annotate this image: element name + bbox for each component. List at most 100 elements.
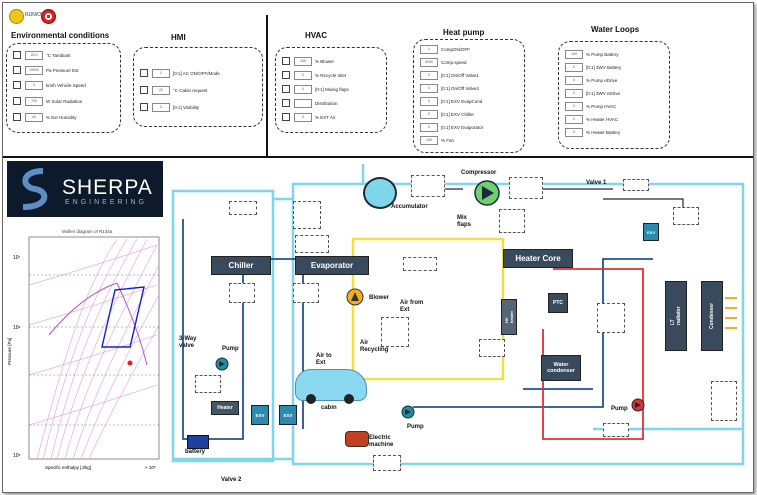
stop-icon[interactable] [41,9,56,24]
row-label: [0:1] EXV EvapCond [441,98,483,104]
value-field[interactable]: 0 [25,80,43,90]
value-field[interactable]: 1 [420,44,438,54]
electric-machine-label: Electric machine [369,435,394,448]
exv-evapcond[interactable]: EXV [643,223,659,241]
row-label: Distribution [315,100,338,106]
value-field[interactable]: 0 [565,101,583,111]
heater-block[interactable]: Heater [211,401,239,415]
waterloops-panel: 100% Pump Battery 0[0:1] 3WV Battery 0% … [558,41,670,149]
sensor-readout [229,201,257,215]
value-field[interactable]: 0 [420,83,438,93]
checkbox[interactable] [13,81,21,89]
env-row: 20.0°C Tambiant [13,50,70,60]
env-title: Environmental conditions [11,31,110,40]
run-label: RUN/OK [25,12,45,18]
heatpump-row: 0[0:1] EXV Evaporator [420,122,483,132]
checkbox[interactable] [140,103,148,111]
condenser-block[interactable]: Condenser [701,281,723,351]
pump-left-label: Pump [222,346,239,352]
ptc-block[interactable]: PTC [548,293,568,313]
row-label: % Pump eDrive [586,77,618,83]
value-field[interactable]: 0 [420,109,438,119]
cycle-trace [101,286,145,348]
row-label: [0:1] Visibility [173,104,200,110]
value-field[interactable]: 700 [25,96,43,106]
sensor-readout [295,235,329,253]
evaporator-block[interactable]: Evaporator [295,256,369,275]
checkbox[interactable] [282,85,290,93]
checkbox[interactable] [282,71,290,79]
checkbox[interactable] [13,97,21,105]
logo-subtitle: ENGINEERING [65,199,148,206]
checkbox[interactable] [282,113,290,121]
valve2-label: Valve 2 [221,477,242,483]
checkbox[interactable] [13,113,21,121]
value-field[interactable]: 0 [565,127,583,137]
value-field[interactable]: 40 [25,112,43,122]
sensor-readout [509,177,543,199]
exv-chiller[interactable]: EXV [251,405,269,425]
water-condenser-block[interactable]: Water condenser [541,355,581,381]
checkbox[interactable] [140,69,148,77]
pump-icon[interactable] [401,405,415,419]
value-field[interactable] [294,98,312,108]
checkbox[interactable] [282,99,290,107]
value-field[interactable]: 0 [565,62,583,72]
value-field[interactable]: 20.0 [25,50,43,60]
value-field[interactable]: 100 [294,56,312,66]
sherpa-logo: SHERPA ENGINEERING [7,161,163,217]
checkbox[interactable] [13,51,21,59]
value-field[interactable]: 100 [420,135,438,145]
checkbox[interactable] [282,57,290,65]
row-label: % Pump Battery [586,51,619,57]
accumulator-icon[interactable] [363,177,397,209]
ph-ytick: 10⁵ [13,453,21,459]
value-field[interactable]: 5000 [420,57,438,67]
exv-evaporator[interactable]: EXV [279,405,297,425]
value-field[interactable]: 22 [152,85,170,95]
pump-icon[interactable] [631,398,645,412]
run-icon[interactable] [9,9,24,24]
value-field[interactable]: 0 [565,88,583,98]
hv-heater-block[interactable]: HV heater [501,299,517,335]
compressor-icon[interactable] [473,179,501,207]
waterloops-row: 0% Heater Battery [565,127,620,137]
air-recycling-label: Air Recycling [360,340,389,353]
air-from-ext-label: Air from Ext [400,300,424,313]
heatpump-title: Heat pump [443,28,485,37]
lt-radiator-block[interactable]: LT radiator [665,281,687,351]
value-field[interactable]: 0 [420,70,438,80]
value-field[interactable]: 0 [294,84,312,94]
value-field[interactable]: 100 [565,49,583,59]
value-field[interactable]: 1 [152,68,170,78]
waterloops-row: 100% Pump Battery [565,49,619,59]
chiller-block[interactable]: Chiller [211,256,271,275]
value-field[interactable]: 0 [420,122,438,132]
value-field[interactable]: 0 [420,96,438,106]
row-label: % Heater HVAC [586,116,619,122]
value-field[interactable]: 10000 [25,65,43,75]
hvac-panel: 100% Blower 0% Recycle Inlet 0[0:1] Mixi… [275,47,387,133]
checkbox[interactable] [13,66,21,74]
value-field[interactable]: 0 [565,75,583,85]
mix-flaps-label: Mix flaps [457,215,472,228]
value-field[interactable]: 0 [565,114,583,124]
checkbox[interactable] [140,86,148,94]
heater-core-block[interactable]: Heater Core [503,249,573,268]
logo-mark-icon [22,168,48,210]
value-field[interactable]: 0 [294,112,312,122]
value-field[interactable]: 0 [152,102,170,112]
row-label: Pa Pressure Ext [46,67,79,73]
value-field[interactable]: 0 [294,70,312,80]
air-to-ext-label: Air to Ext [316,353,332,366]
cabin-label: cabin [321,405,337,411]
pump-icon[interactable] [215,357,229,371]
row-label: [0:1] 3WV Battery [586,64,622,70]
pump-right-label: Pump [611,406,628,412]
blower-icon[interactable] [346,288,364,306]
row-label: % EXT Air [315,114,336,120]
